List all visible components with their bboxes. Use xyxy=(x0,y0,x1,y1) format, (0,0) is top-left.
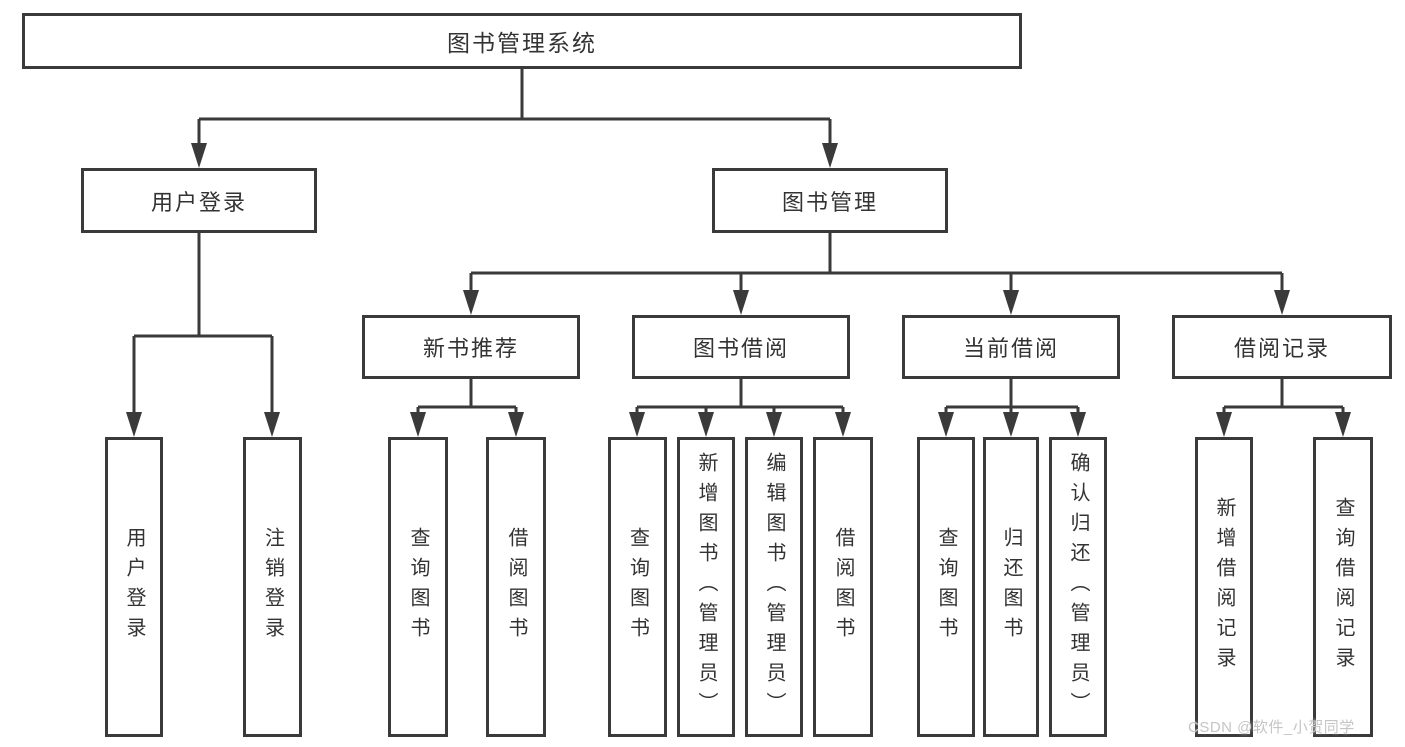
leaf-current-query-books: 查询图书 xyxy=(917,437,975,737)
leaf-logout: 注销登录 xyxy=(243,437,302,737)
node-label: 用户登录 xyxy=(123,527,145,647)
node-label: 查询图书 xyxy=(407,527,429,647)
node-label: 借阅记录 xyxy=(1233,336,1330,361)
node-label: 当前借阅 xyxy=(962,336,1059,361)
connector-group xyxy=(938,379,1086,437)
node-label: 图书管理系统 xyxy=(447,30,597,56)
node-label: 借阅图书 xyxy=(505,527,527,647)
arrowhead-icon xyxy=(835,412,851,437)
node-label: 新增借阅记录 xyxy=(1213,497,1235,677)
node-root: 图书管理系统 xyxy=(22,13,1022,69)
leaf-user-login: 用户登录 xyxy=(105,437,163,737)
connector-line xyxy=(635,379,845,429)
arrowhead-icon xyxy=(629,412,645,437)
connector-group xyxy=(1216,379,1351,437)
node-label: 归还图书 xyxy=(1000,527,1022,647)
arrowhead-icon xyxy=(264,412,280,437)
connector-line xyxy=(416,379,518,429)
connector-line xyxy=(1222,379,1345,429)
connector-line xyxy=(132,233,274,429)
node-borrow-records: 借阅记录 xyxy=(1172,315,1392,379)
node-label: 查询图书 xyxy=(626,527,649,647)
connector-group xyxy=(410,379,524,437)
leaf-recommend-borrow-books: 借阅图书 xyxy=(486,437,546,737)
connector-line xyxy=(197,69,832,160)
arrowhead-icon xyxy=(1003,412,1019,437)
leaf-borrow-query-books: 查询图书 xyxy=(608,437,667,737)
arrowhead-icon xyxy=(463,290,479,315)
connector-group xyxy=(191,69,838,168)
node-label: 用户登录 xyxy=(150,189,247,215)
connector-line xyxy=(469,233,1284,307)
node-book-borrow: 图书借阅 xyxy=(632,315,850,379)
node-label: 查询借阅记录 xyxy=(1332,497,1354,677)
leaf-current-confirm-return-admin: 确认归还（管理员） xyxy=(1049,437,1107,737)
arrowhead-icon xyxy=(938,412,954,437)
arrowhead-icon xyxy=(126,412,142,437)
connector-group xyxy=(126,233,280,437)
watermark-text: CSDN @软件_小贺同学 xyxy=(1188,719,1355,736)
arrowhead-icon xyxy=(766,412,782,437)
leaf-borrow-add-books-admin: 新增图书（管理员） xyxy=(677,437,735,737)
arrowhead-icon xyxy=(1274,290,1290,315)
node-label: 新书推荐 xyxy=(422,336,519,361)
node-label: 图书管理 xyxy=(781,189,878,215)
arrowhead-icon xyxy=(1335,412,1351,437)
leaf-recommend-query-books: 查询图书 xyxy=(388,437,448,737)
node-label: 图书借阅 xyxy=(692,336,789,361)
leaf-records-add-record: 新增借阅记录 xyxy=(1195,437,1253,737)
connector-group xyxy=(463,233,1290,315)
node-label: 查询图书 xyxy=(935,527,957,647)
node-label: 确认归还（管理员） xyxy=(1067,452,1089,722)
node-label: 编辑图书（管理员） xyxy=(763,452,785,722)
node-book-management: 图书管理 xyxy=(712,168,948,233)
leaf-current-return-books: 归还图书 xyxy=(983,437,1039,737)
arrowhead-icon xyxy=(733,290,749,315)
arrowhead-icon xyxy=(191,143,207,168)
leaf-borrow-borrow-books: 借阅图书 xyxy=(813,437,873,737)
node-user-login: 用户登录 xyxy=(81,168,317,233)
node-label: 注销登录 xyxy=(261,527,284,647)
arrowhead-icon xyxy=(1070,412,1086,437)
arrowhead-icon xyxy=(508,412,524,437)
node-new-book-recommend: 新书推荐 xyxy=(362,315,580,379)
arrowhead-icon xyxy=(822,143,838,168)
leaf-records-query-record: 查询借阅记录 xyxy=(1313,437,1373,737)
arrowhead-icon xyxy=(410,412,426,437)
arrowhead-icon xyxy=(698,412,714,437)
arrowhead-icon xyxy=(1003,290,1019,315)
leaf-borrow-edit-books-admin: 编辑图书（管理员） xyxy=(745,437,803,737)
arrowhead-icon xyxy=(1216,412,1232,437)
connector-group xyxy=(629,379,851,437)
node-current-borrow: 当前借阅 xyxy=(902,315,1120,379)
node-label: 借阅图书 xyxy=(832,527,854,647)
node-label: 新增图书（管理员） xyxy=(695,452,717,722)
